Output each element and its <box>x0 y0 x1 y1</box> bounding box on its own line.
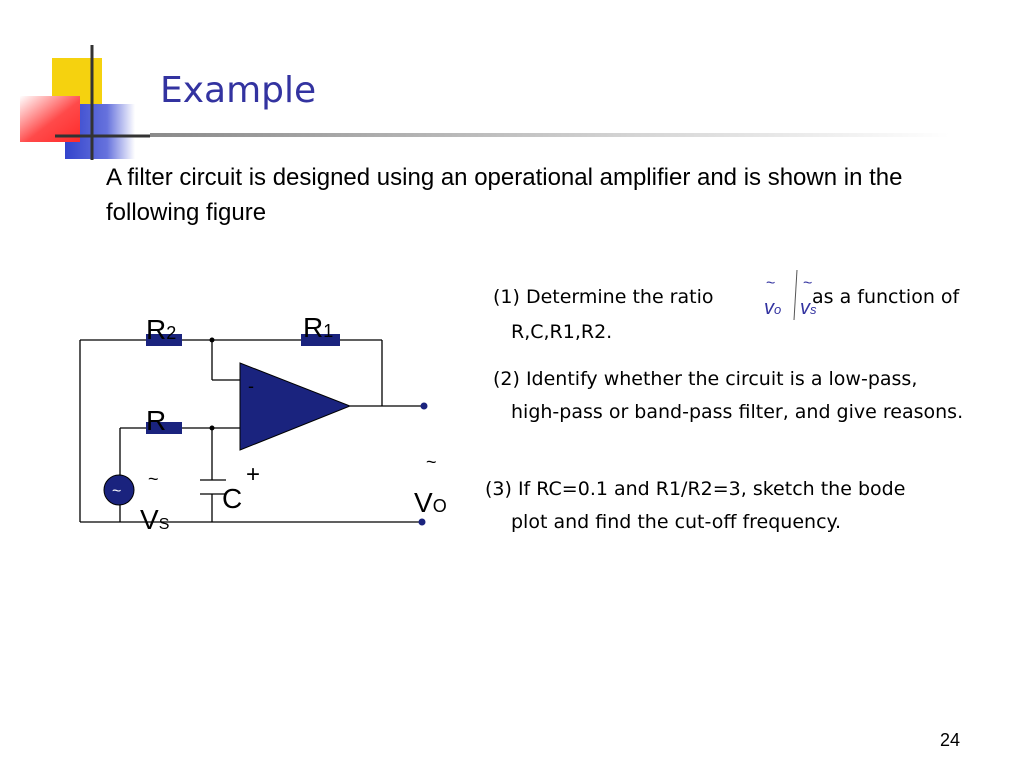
ratio-denominator: vs <box>800 297 817 319</box>
question-3-continued: plot and find the cut-off frequency. <box>511 511 842 533</box>
ratio-denominator-tilde: ~ <box>803 275 812 292</box>
label-c: C <box>222 483 242 514</box>
label-minus: - <box>248 376 254 396</box>
question-1: (1) Determine the ratio <box>493 281 713 314</box>
label-r2: R2 <box>146 314 176 345</box>
ratio-numerator-tilde: ~ <box>766 275 775 292</box>
question-1-continued: R,C,R1,R2. <box>511 321 613 343</box>
resistor-r2 <box>146 334 182 346</box>
question-2-continued: high-pass or band-pass filter, and give … <box>511 401 964 423</box>
resistor-r1 <box>301 334 340 346</box>
label-vo-tilde: ~ <box>426 452 437 472</box>
page-number: 24 <box>940 730 961 750</box>
question-1-lead: (1) Determine the ratio <box>493 286 714 308</box>
deco-red-square <box>20 96 80 142</box>
ratio-numerator: vo <box>764 297 781 319</box>
ground-terminal <box>418 518 426 526</box>
label-r1: R1 <box>303 312 333 343</box>
voltage-source-symbol: ~ <box>112 483 121 500</box>
op-amp <box>239 362 352 451</box>
circuit-diagram: ~ R2 R1 R - + C ~ VS ~ VO <box>79 312 447 535</box>
label-vs: VS <box>140 504 169 535</box>
question-3: (3) If RC=0.1 and R1/R2=3, sketch the bo… <box>485 478 906 500</box>
label-plus: + <box>246 461 260 488</box>
junction-node-top <box>209 337 215 343</box>
title-divider <box>150 133 950 137</box>
question-2: (2) Identify whether the circuit is a lo… <box>493 368 918 390</box>
decorative-corner-graphic <box>20 45 150 160</box>
ratio-divider <box>793 269 798 321</box>
ratio-formula: ~ vo ~ vs <box>764 269 817 321</box>
junction-node-r <box>209 425 215 431</box>
label-r: R <box>146 405 166 436</box>
resistor-r <box>146 422 182 434</box>
voltage-source <box>103 474 135 506</box>
output-terminal <box>420 402 428 410</box>
slide-title: Example <box>160 70 317 111</box>
label-vs-tilde: ~ <box>148 469 159 489</box>
label-vo: VO <box>414 487 447 518</box>
intro-text: A filter circuit is designed using an op… <box>106 164 903 226</box>
question-1-tail: as a function of <box>812 286 960 308</box>
